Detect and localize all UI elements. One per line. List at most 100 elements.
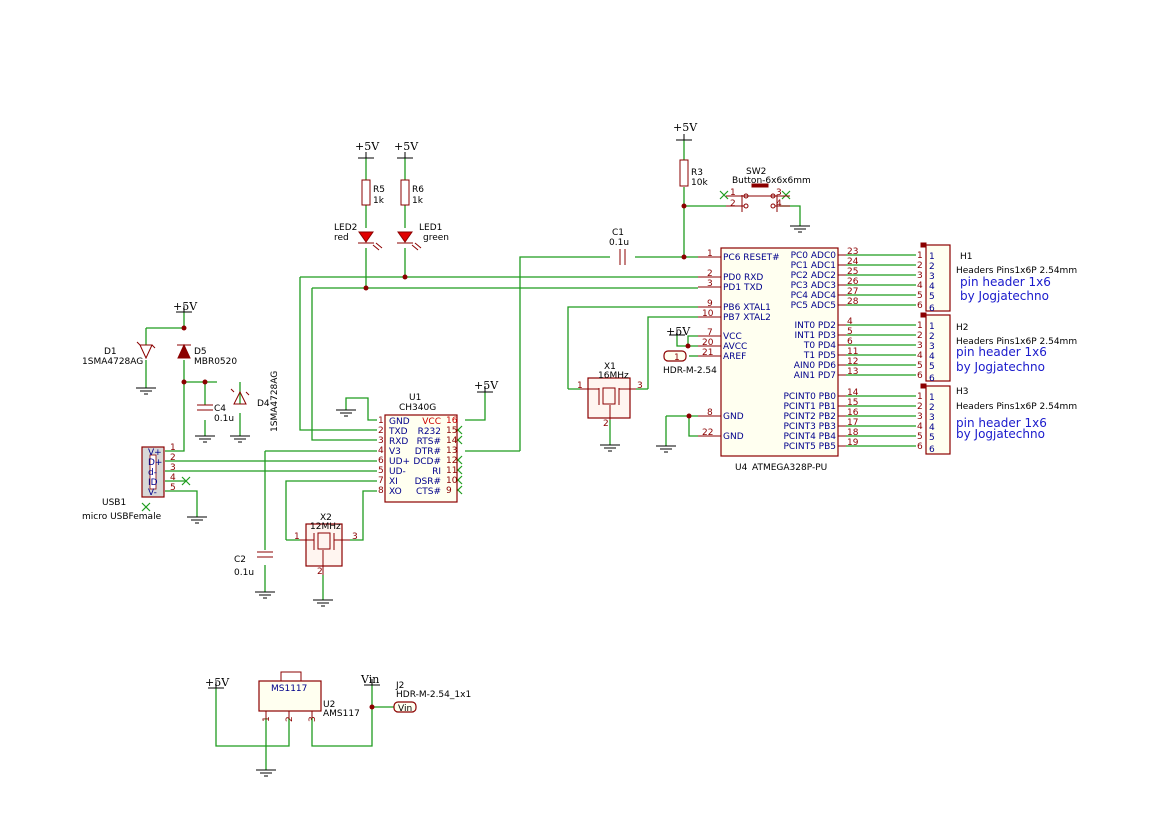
svg-text:5: 5: [378, 466, 384, 476]
u1-right-pins: VCC R232 RTS# DTR# DCD# RI DSR# CTS#: [413, 417, 441, 497]
svg-text:green: green: [423, 233, 449, 243]
svg-text:4: 4: [917, 281, 923, 291]
diode-d4: D4 1SMA4728AG: [230, 371, 280, 432]
svg-text:26: 26: [847, 277, 859, 287]
svg-text:PCINT1 PB1: PCINT1 PB1: [783, 402, 836, 412]
svg-text:1: 1: [577, 381, 583, 391]
svg-text:5: 5: [917, 291, 923, 301]
svg-text:3: 3: [917, 412, 923, 422]
svg-text:2: 2: [707, 269, 713, 279]
svg-text:3: 3: [707, 279, 713, 289]
ic-u4: U4 ATMEGA328P-PU PC6 RESET# PD0 RXD PD1 …: [698, 247, 859, 473]
svg-text:PC1 ADC1: PC1 ADC1: [791, 261, 836, 271]
u1-right-pin-numbers: 16 15 14 13 12 11 10 9: [446, 416, 458, 496]
svg-text:AIN1 PD7: AIN1 PD7: [794, 371, 836, 381]
svg-text:PC2 ADC2: PC2 ADC2: [791, 271, 836, 281]
svg-text:pin header 1x6: pin header 1x6: [956, 345, 1047, 359]
svg-text:4: 4: [170, 473, 176, 483]
regulator-u2: MS1117 1 2 3 U2 AMS117: [258, 671, 360, 722]
svg-text:U4: U4: [735, 463, 748, 473]
svg-text:4: 4: [847, 317, 853, 327]
svg-text:2: 2: [317, 567, 323, 577]
svg-text:6: 6: [378, 456, 384, 466]
svg-text:T0 PD4: T0 PD4: [803, 341, 836, 351]
svg-text:10: 10: [446, 476, 458, 486]
svg-text:7: 7: [707, 328, 713, 338]
svg-text:6: 6: [929, 445, 935, 455]
svg-text:19: 19: [847, 438, 859, 448]
svg-text:16: 16: [446, 416, 458, 426]
svg-text:DSR#: DSR#: [415, 477, 441, 487]
svg-text:5: 5: [170, 483, 176, 493]
resistor-r3: R3 10k: [679, 159, 708, 188]
switch-sw2: SW2 Button-6x6x6mm 1 2 3 4: [726, 167, 811, 212]
svg-text:D5: D5: [194, 347, 207, 357]
junction-dot: [681, 203, 687, 209]
svg-text:PC0 ADC0: PC0 ADC0: [791, 251, 837, 261]
power-5v-ch340: +5V: [474, 379, 499, 393]
svg-text:9: 9: [446, 486, 452, 496]
svg-text:PD1 TXD: PD1 TXD: [723, 283, 763, 293]
power-5v-avcc: +5V: [666, 325, 691, 338]
svg-text:PC6 RESET#: PC6 RESET#: [723, 253, 780, 263]
power-5v-led-r6: +5V: [394, 140, 419, 159]
connector-j2: Vin J2 HDR-M-2.54_1x1: [393, 681, 471, 714]
svg-text:DTR#: DTR#: [415, 447, 441, 457]
svg-text:1k: 1k: [412, 196, 424, 206]
junction-dot: [681, 254, 687, 260]
svg-text:1: 1: [674, 353, 680, 363]
svg-text:1: 1: [929, 322, 935, 332]
svg-text:Vin: Vin: [360, 673, 379, 686]
svg-text:16MHz: 16MHz: [598, 371, 629, 381]
svg-text:0.1u: 0.1u: [234, 568, 254, 578]
svg-text:2: 2: [603, 419, 609, 429]
power-5v-reset: +5V: [673, 121, 698, 141]
svg-text:UD-: UD-: [389, 467, 406, 477]
svg-text:12: 12: [847, 357, 858, 367]
svg-text:4: 4: [917, 422, 923, 432]
svg-text:R3: R3: [691, 168, 703, 178]
svg-text:VCC: VCC: [422, 417, 441, 427]
svg-text:0.1u: 0.1u: [609, 238, 629, 248]
svg-text:4: 4: [378, 446, 384, 456]
svg-text:D4: D4: [257, 399, 270, 409]
svg-text:1SMA4728AG: 1SMA4728AG: [82, 357, 143, 367]
svg-text:PCINT0 PB0: PCINT0 PB0: [783, 392, 836, 402]
diode-d5: D5 MBR0520: [177, 343, 237, 367]
svg-text:HDR-M-2.54_1x1: HDR-M-2.54_1x1: [396, 690, 471, 700]
svg-text:5: 5: [917, 432, 923, 442]
u4-right-pins: PC0 ADC0 PC1 ADC1 PC2 ADC2 PC3 ADC3 PC4 …: [783, 251, 846, 452]
svg-text:1: 1: [294, 532, 300, 542]
svg-text:by Jogjatechno: by Jogjatechno: [956, 427, 1045, 441]
svg-text:PCINT4 PB4: PCINT4 PB4: [783, 432, 836, 442]
svg-text:INT0 PD2: INT0 PD2: [794, 321, 836, 331]
svg-text:3: 3: [776, 188, 782, 198]
svg-text:2: 2: [917, 402, 923, 412]
svg-text:10k: 10k: [691, 178, 708, 188]
svg-text:4: 4: [929, 282, 935, 292]
svg-text:PC4 ADC4: PC4 ADC4: [791, 291, 837, 301]
svg-text:Headers Pins1x6P 2.54mm: Headers Pins1x6P 2.54mm: [956, 266, 1077, 276]
svg-text:3: 3: [170, 463, 176, 473]
svg-text:22: 22: [702, 428, 713, 438]
svg-text:5: 5: [917, 361, 923, 371]
svg-text:by Jogjatechno: by Jogjatechno: [956, 360, 1045, 374]
svg-text:RXD: RXD: [389, 437, 408, 447]
svg-text:+5V: +5V: [673, 121, 698, 134]
capacitor-c2: C2 0.1u: [234, 551, 273, 578]
svg-text:11: 11: [446, 466, 457, 476]
header-h2: 12 34 56 12 34 56 H2 Headers Pins1x6P 2.…: [917, 312, 1077, 384]
svg-text:ATMEGA328P-PU: ATMEGA328P-PU: [752, 463, 827, 473]
svg-text:17: 17: [847, 418, 858, 428]
junction-dot: [181, 325, 187, 331]
svg-text:7: 7: [378, 476, 384, 486]
svg-text:4: 4: [929, 352, 935, 362]
svg-text:3: 3: [917, 341, 923, 351]
svg-text:GND: GND: [723, 412, 744, 422]
svg-text:2: 2: [929, 332, 935, 342]
svg-text:PB7 XTAL2: PB7 XTAL2: [723, 313, 771, 323]
aref-header: 1 HDR-M-2.54: [663, 350, 717, 376]
svg-text:5: 5: [847, 327, 853, 337]
svg-text:d-: d-: [148, 468, 157, 478]
junction-dot: [402, 274, 408, 280]
